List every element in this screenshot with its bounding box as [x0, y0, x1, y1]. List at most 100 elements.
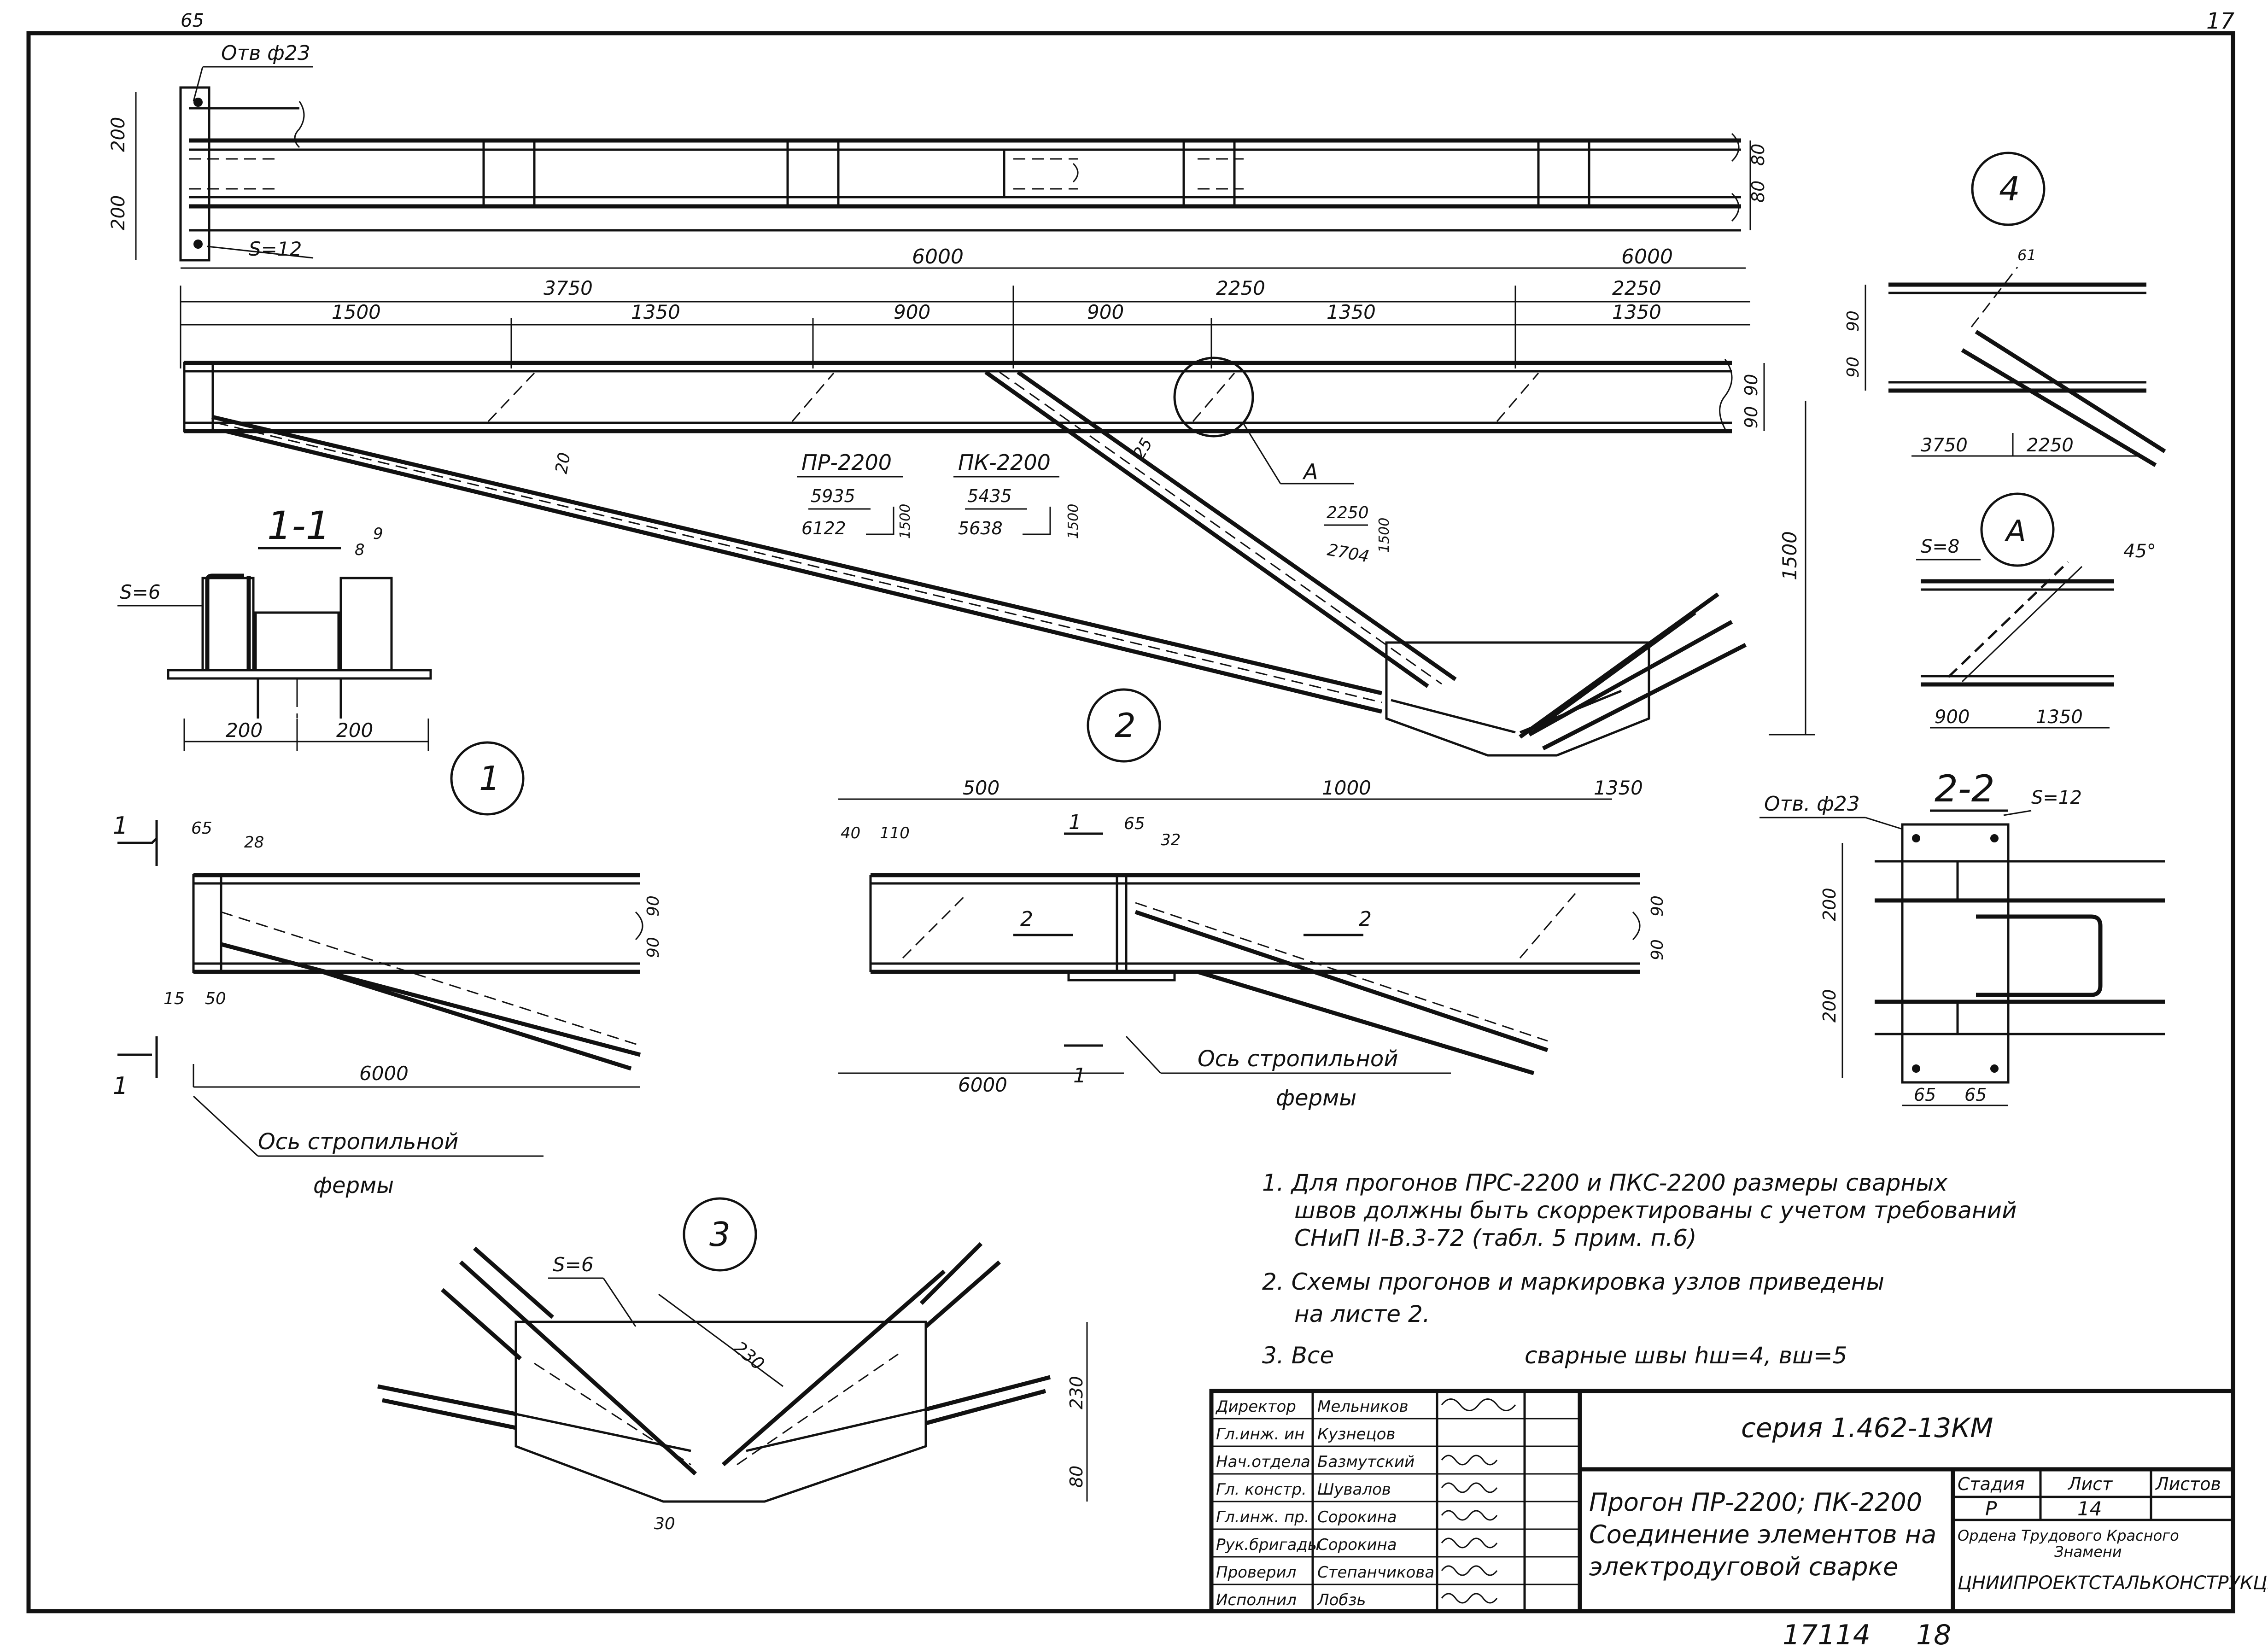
note-3-part-1: 3. Все — [1262, 1342, 1334, 1369]
staff-name-2: Базмутский — [1317, 1453, 1415, 1471]
node-a-circle — [1980, 492, 2055, 567]
node-2-dim-1350: 1350 — [1594, 777, 1643, 799]
sheet-number: 17 — [2206, 8, 2235, 34]
node-2-number: 2 — [1115, 706, 1136, 745]
pk-5435: 5435 — [967, 486, 1012, 506]
main-elevation: 3750 2250 2250 1500 1350 900 900 1350 13… — [180, 277, 1815, 757]
dim-900-b: 900 — [1087, 301, 1124, 323]
node-3-dim-230: 230 — [730, 1337, 768, 1374]
node-3-dim-230-right: 230 — [1066, 1376, 1087, 1409]
dim-6000-top-right: 6000 — [1621, 245, 1673, 269]
dim-200-lower: 200 — [108, 195, 129, 230]
staff-role-4: Гл.инж. пр. — [1216, 1508, 1309, 1526]
sheet-value: 14 — [2077, 1497, 2102, 1520]
plate-s12-label: S=12 — [249, 238, 302, 260]
section-2-2-dim-200a: 200 — [1819, 888, 1840, 921]
node-3-number: 3 — [709, 1215, 731, 1254]
node-a: А S=8 45° 900 1350 — [1916, 492, 2156, 729]
node-2-axis-label-1: Ось стропильной — [1198, 1046, 1398, 1072]
staff-role-5: Рук.бригады — [1216, 1536, 1320, 1554]
section-1-1-plate: S=6 — [120, 581, 161, 603]
dim-200-upper: 200 — [108, 117, 129, 152]
note-3-part-2: сварные швы hш=4, вш=5 — [1525, 1342, 1847, 1369]
node-2-dim-110: 110 — [880, 824, 910, 842]
node-1-dim-28: 28 — [244, 833, 264, 852]
staff-name-5: Сорокина — [1317, 1536, 1397, 1554]
weld-8: 8 — [355, 541, 365, 559]
note-2-line-1: 2. Схемы прогонов и маркировка узлов при… — [1262, 1268, 1884, 1295]
hole-label: Отв ф23 — [221, 41, 310, 65]
section-1-1-dim-left: 200 — [226, 719, 263, 742]
weld-25: 25 — [1129, 435, 1156, 462]
section-2-2-dim-200b: 200 — [1819, 989, 1840, 1023]
top-plan-view: 65 Отв ф23 S=12 200 200 80 80 6000 6000 — [108, 10, 1768, 269]
break-mark — [1072, 163, 1079, 183]
dim-6000-top-left: 6000 — [912, 245, 964, 269]
signatures — [1441, 1398, 1516, 1604]
node-4-dim-3750: 3750 — [1921, 435, 1968, 456]
callout-a-circle — [1173, 356, 1254, 438]
pk-5638: 5638 — [958, 518, 1003, 538]
dim-90-upper: 90 — [1741, 374, 1761, 396]
section-2-2-title: 2-2 — [1935, 767, 1995, 810]
pk-1500: 1500 — [1065, 504, 1081, 539]
label-pr-2200: ПР-2200 — [801, 450, 892, 475]
node-2-dim-1000: 1000 — [1322, 777, 1371, 799]
staff-name-4: Сорокина — [1317, 1508, 1397, 1526]
note-1-line-3: СНиП II-В.3-72 (табл. 5 прим. п.6) — [1294, 1225, 1697, 1251]
node-a-label: А — [2004, 514, 2026, 549]
node-1-number: 1 — [479, 759, 500, 798]
section-2-2: 2-2 Отв. ф23 S=12 200 200 65 65 — [1759, 767, 2165, 1106]
weld-20: 20 — [552, 451, 574, 475]
stage-header: Стадия — [1958, 1474, 2025, 1494]
section-2-2-dim-65a: 65 — [1914, 1085, 1936, 1105]
bolt-hole-icon — [1990, 1064, 1999, 1073]
node-a-dim-900: 900 — [1935, 707, 1970, 728]
pr-1500: 1500 — [897, 504, 913, 539]
node-1-dim-65: 65 — [191, 819, 212, 838]
node-2-dim-500: 500 — [963, 777, 1000, 799]
section-2-2-plate: S=12 — [2031, 787, 2082, 808]
node-4-dim-61: 61 — [2017, 246, 2036, 264]
node-1-circle — [450, 741, 525, 816]
org-line-1: Ордена Трудового Красного — [1958, 1527, 2179, 1544]
node-2-circle — [1087, 688, 1161, 763]
dim-1350-b: 1350 — [1327, 301, 1376, 323]
staff-role-1: Гл.инж. ин — [1216, 1425, 1304, 1443]
node-a-plate-label: S=8 — [1921, 536, 1959, 557]
node-4-dim-90b: 90 — [1844, 356, 1863, 378]
dim-65: 65 — [181, 10, 204, 31]
series-label: серия 1.462-13КМ — [1741, 1412, 1993, 1443]
break-mark — [294, 101, 305, 148]
staff-name-1: Кузнецов — [1317, 1425, 1395, 1443]
sheet-header: Лист — [2067, 1474, 2113, 1494]
node-1-dim-90a: 90 — [644, 895, 663, 917]
org-line-3: ЦНИИПРОЕКТСТАЛЬКОНСТРУКЦИЯ — [1958, 1572, 2268, 1594]
node-3-dim-80: 80 — [1066, 1466, 1087, 1488]
node-1-dim-15: 15 — [164, 989, 185, 1008]
node-2-axis-label-2: фермы — [1276, 1085, 1356, 1111]
node-2-sec-top: 1 — [1069, 811, 1081, 834]
incl-1500: 1500 — [1376, 518, 1392, 553]
staff-name-0: Мельников — [1317, 1397, 1409, 1416]
node-1-dim-90b: 90 — [644, 937, 663, 958]
bolt-hole-icon — [1990, 834, 1999, 842]
node-3-dim-30: 30 — [654, 1514, 675, 1533]
node-2-dim-40: 40 — [841, 824, 860, 842]
incl-2704: 2704 — [1326, 540, 1370, 566]
node-2: 2 500 1000 1350 40 110 65 32 90 90 1 1 2… — [838, 688, 1667, 1111]
bottom-code-2: 18 — [1916, 1619, 1951, 1648]
node-4-dim-90a: 90 — [1844, 310, 1863, 332]
section-1-1-title: 1-1 — [267, 503, 330, 548]
staff-role-6: Проверил — [1216, 1563, 1296, 1582]
node-1-dim-50: 50 — [205, 989, 226, 1008]
stiffener-channel — [986, 148, 1005, 199]
dim-80-upper: 80 — [1748, 144, 1768, 166]
weld-9: 9 — [373, 525, 383, 543]
title-block: Директор Мельников Гл.инж. ин Кузнецов Н… — [1209, 1389, 2268, 1613]
node-2-dim-32: 32 — [1161, 831, 1181, 849]
title-line-2: Соединение элементов на — [1589, 1520, 1936, 1549]
staff-name-3: Шувалов — [1317, 1480, 1391, 1499]
